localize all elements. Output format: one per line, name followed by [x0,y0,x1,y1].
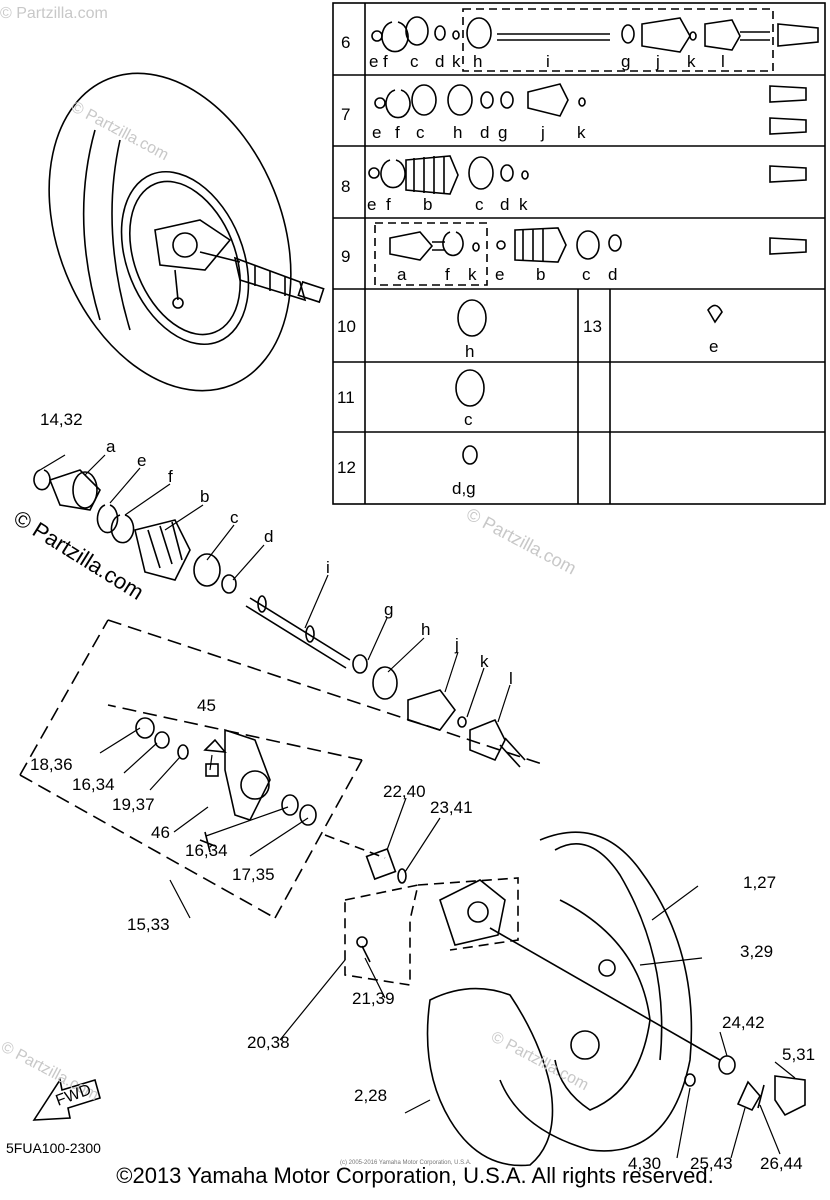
row-num-10: 10 [337,317,356,336]
callout-labels: 14,32 a e f b c d i g h j k l 45 18,36 1… [30,410,815,1173]
svg-text:e: e [495,265,504,284]
svg-text:h: h [453,123,462,142]
row-num-9: 9 [341,247,350,266]
watermark-mid-right: © Partzilla.com [463,504,579,579]
callout-45: 45 [197,696,216,715]
svg-text:d: d [480,123,489,142]
row-num-7: 7 [341,105,350,124]
callout-e: e [137,451,146,470]
svg-text:d: d [500,195,509,214]
svg-text:e: e [369,52,378,71]
svg-text:c: c [582,265,591,284]
callout-5-31: 5,31 [782,1045,815,1064]
row-num-11: 11 [337,388,355,407]
svg-text:f: f [386,195,391,214]
callout-1-27: 1,27 [743,873,776,892]
row9-parts [389,227,807,263]
callout-26-44: 26,44 [760,1154,803,1173]
row7-parts [374,83,807,135]
svg-text:c: c [475,195,484,214]
svg-text:k: k [452,52,461,71]
svg-text:k: k [577,123,586,142]
table-text: 6 7 8 9 10 13 11 12 e f c d k h i g j k … [337,33,725,498]
knuckle-assembly [19,619,546,919]
svg-text:i: i [546,52,550,71]
svg-text:f: f [395,123,400,142]
callout-22-40: 22,40 [383,782,426,801]
svg-text:c: c [410,52,419,71]
callout-c: c [230,508,239,527]
watermark-corner-top: © Partzilla.com [0,5,108,22]
svg-text:a: a [397,265,407,284]
callout-4-30: 4,30 [628,1154,661,1173]
row-num-6: 6 [341,33,350,52]
fwd-arrow [32,1077,101,1121]
svg-text:l: l [721,52,725,71]
svg-text:b: b [423,195,432,214]
svg-text:e: e [372,123,381,142]
callout-16-34a: 16,34 [72,775,115,794]
callout-2-28: 2,28 [354,1086,387,1105]
svg-text:d: d [435,52,444,71]
callout-17-35: 17,35 [232,865,275,884]
callout-20-38: 20,38 [247,1033,290,1052]
callout-g: g [384,600,393,619]
svg-text:c: c [464,410,473,429]
svg-text:f: f [445,265,450,284]
callout-3-29: 3,29 [740,942,773,961]
drive-shaft-assembly [33,469,526,768]
callout-18-36: 18,36 [30,755,73,774]
callout-l: l [509,669,513,688]
svg-text:e: e [367,195,376,214]
callout-i: i [326,558,330,577]
svg-text:b: b [536,265,545,284]
svg-text:d: d [608,265,617,284]
svg-text:c: c [416,123,425,142]
svg-text:k: k [687,52,696,71]
callout-16-34b: 16,34 [185,841,228,860]
callout-j: j [454,635,459,654]
callout-21-39: 21,39 [352,989,395,1008]
callout-15-33: 15,33 [127,915,170,934]
row-num-13: 13 [583,317,602,336]
svg-text:h: h [473,52,482,71]
svg-text:d,g: d,g [452,479,476,498]
copyright-footer: ©2013 Yamaha Motor Corporation, U.S.A. A… [116,1163,714,1188]
callout-24-42: 24,42 [722,1013,765,1032]
svg-text:g: g [498,123,507,142]
callout-leaders [39,454,796,1159]
callout-19-37: 19,37 [112,795,155,814]
callout-f: f [168,467,173,486]
svg-text:j: j [540,123,545,142]
callout-a: a [106,437,116,456]
svg-text:e: e [709,337,718,356]
svg-text:g: g [621,52,630,71]
svg-text:k: k [519,195,528,214]
svg-text:j: j [655,52,660,71]
diagram-code: 5FUA100-2300 [6,1140,101,1156]
callout-d: d [264,527,273,546]
hub-and-wheel [324,831,806,1167]
svg-text:f: f [383,52,388,71]
callout-k: k [480,652,489,671]
callout-25-43: 25,43 [690,1154,733,1173]
wheel-overview-drawing [48,72,325,392]
watermark-upper: © Partzilla.com [68,99,171,165]
callout-23-41: 23,41 [430,798,473,817]
callout-b: b [200,487,209,506]
svg-text:k: k [468,265,477,284]
brand-watermark: © Partzilla.com [9,505,148,605]
svg-text:h: h [465,342,474,361]
row6-parts [371,16,819,53]
row-num-8: 8 [341,177,350,196]
watermark-low-right: © Partzilla.com [488,1029,591,1095]
callout-h: h [421,620,430,639]
callout-14-32: 14,32 [40,410,83,429]
row-num-12: 12 [337,458,356,477]
tiny-copyright: (c) 2005-2016 Yamaha Motor Corporation, … [340,1160,472,1166]
callout-46: 46 [151,823,170,842]
row8-parts [368,155,807,195]
kit-reference-table [332,2,826,505]
